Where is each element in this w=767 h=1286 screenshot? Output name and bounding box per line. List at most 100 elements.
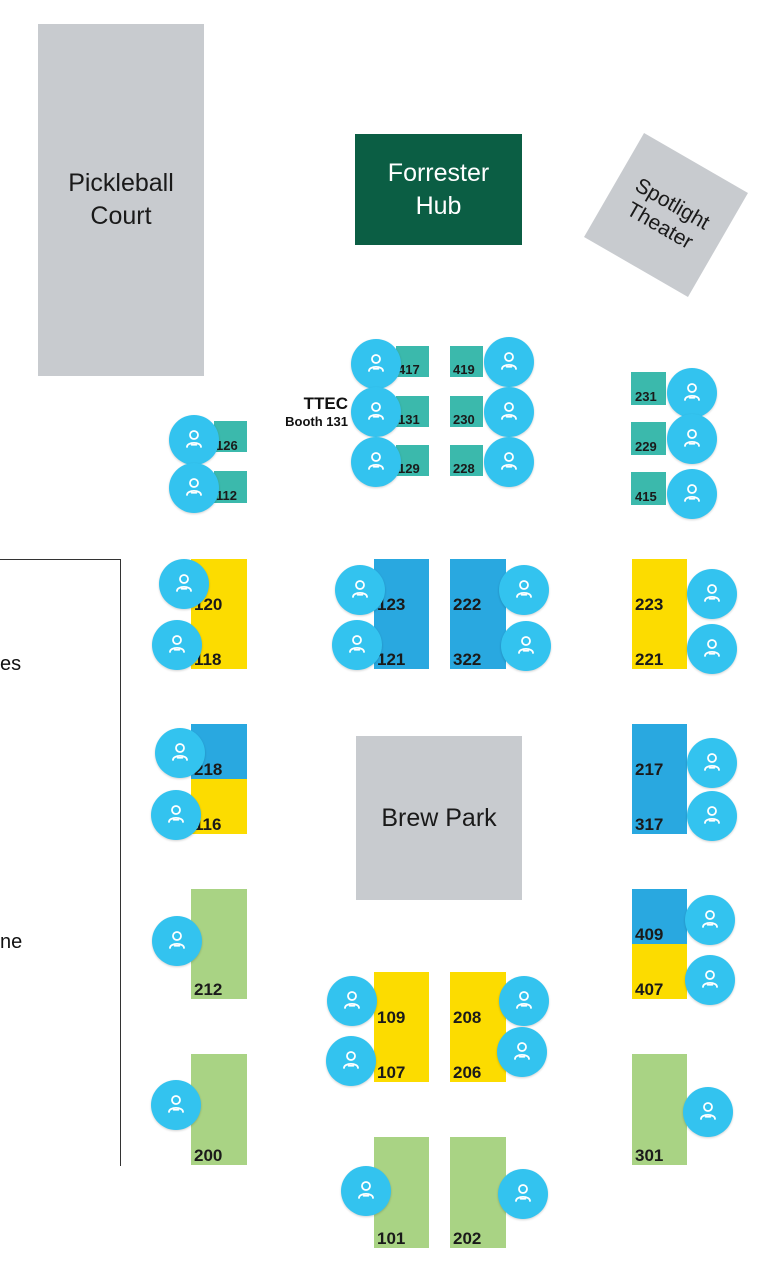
person-pin[interactable] [667, 414, 717, 464]
person-pin[interactable] [351, 387, 401, 437]
person-pin[interactable] [155, 728, 205, 778]
person-pin[interactable] [667, 469, 717, 519]
booth-231[interactable] [631, 372, 666, 405]
booth-number: 121 [377, 650, 406, 669]
booth-419[interactable] [450, 346, 483, 377]
booth-number: 407 [635, 980, 664, 999]
booth-number: 230 [453, 412, 475, 427]
booth-417[interactable] [396, 346, 429, 377]
spotlight-theater-label: Spotlight Theater [622, 173, 714, 254]
booth-number: 231 [635, 389, 657, 404]
booth-229[interactable] [631, 422, 666, 455]
side-hall-label-bottom: ne [0, 931, 23, 953]
person-pin[interactable] [335, 565, 385, 615]
person-pin[interactable] [332, 620, 382, 670]
booth-number: 228 [453, 461, 475, 476]
booth-number: 317 [635, 815, 664, 834]
pickleball-court-label: Pickleball Court [68, 169, 174, 230]
booth-number: 116 [194, 815, 222, 834]
person-pin[interactable] [326, 1036, 376, 1086]
booth-number: 109 [377, 1008, 406, 1027]
person-pin[interactable] [498, 1169, 548, 1219]
ttec-booth-number: Booth 131 [285, 414, 348, 429]
pickleball-court[interactable]: Pickleball Court [38, 24, 204, 376]
person-pin[interactable] [687, 569, 737, 619]
booth-208-206[interactable] [450, 972, 506, 1082]
booth-number: 101 [377, 1229, 406, 1248]
booth-number: 301 [635, 1146, 664, 1165]
booth-number: 217 [635, 760, 664, 779]
booth-129[interactable] [396, 445, 429, 476]
booth-123-121[interactable] [374, 559, 429, 669]
booth-number: 229 [635, 439, 657, 454]
booth-301[interactable] [632, 1054, 687, 1165]
booth-116[interactable] [191, 779, 247, 834]
person-pin[interactable] [687, 791, 737, 841]
booth-number: 129 [398, 461, 420, 476]
booth-228[interactable] [450, 445, 483, 476]
person-pin[interactable] [327, 976, 377, 1026]
person-pin[interactable] [683, 1087, 733, 1137]
side-hall-label-top: es [0, 653, 22, 675]
person-pin[interactable] [152, 620, 202, 670]
booth-number: 417 [398, 362, 420, 377]
person-pin[interactable] [351, 339, 401, 389]
booth-112[interactable] [214, 471, 247, 503]
person-pin[interactable] [687, 624, 737, 674]
booth-number: 223 [635, 595, 664, 614]
spotlight-theater[interactable]: Spotlight Theater [584, 133, 748, 297]
booth-230[interactable] [450, 396, 483, 427]
booth-415[interactable] [631, 472, 666, 505]
forrester-hub[interactable]: Forrester Hub [355, 134, 522, 245]
booth-202[interactable] [450, 1137, 506, 1248]
person-pin[interactable] [169, 415, 219, 465]
person-pin[interactable] [484, 437, 534, 487]
person-pin[interactable] [151, 1080, 201, 1130]
booth-number: 322 [453, 650, 482, 669]
person-pin[interactable] [499, 976, 549, 1026]
person-pin[interactable] [169, 463, 219, 513]
booth-131[interactable] [396, 396, 429, 427]
person-pin[interactable] [501, 621, 551, 671]
person-pin[interactable] [351, 437, 401, 487]
booth-number: 222 [453, 595, 482, 614]
booth-number: 131 [398, 412, 420, 427]
booth-number: 200 [194, 1146, 223, 1165]
person-pin[interactable] [499, 565, 549, 615]
person-pin[interactable] [497, 1027, 547, 1077]
booth-number: 206 [453, 1063, 482, 1082]
person-pin[interactable] [484, 387, 534, 437]
booth-number: 123 [377, 595, 406, 614]
booth-222-322[interactable] [450, 559, 506, 669]
booth-number: 112 [216, 488, 237, 503]
booth-409[interactable] [632, 889, 687, 944]
booth-407[interactable] [632, 944, 687, 999]
booth-number: 126 [216, 438, 238, 453]
person-pin[interactable] [484, 337, 534, 387]
booth-number: 419 [453, 362, 475, 377]
brew-park[interactable]: Brew Park [356, 736, 522, 900]
booth-109-107[interactable] [374, 972, 429, 1082]
person-pin[interactable] [152, 916, 202, 966]
booth-217-317[interactable] [632, 724, 687, 834]
booth-number: 221 [635, 650, 664, 669]
booth-number: 118 [194, 650, 222, 669]
booth-number: 107 [377, 1063, 406, 1082]
booth-number: 212 [194, 980, 223, 999]
brew-park-label: Brew Park [381, 803, 497, 832]
booth-number: 409 [635, 925, 664, 944]
booth-number: 202 [453, 1229, 482, 1248]
person-pin[interactable] [667, 368, 717, 418]
person-pin[interactable] [151, 790, 201, 840]
booth-126[interactable] [214, 421, 247, 452]
person-pin[interactable] [159, 559, 209, 609]
person-pin[interactable] [687, 738, 737, 788]
booth-223-221[interactable] [632, 559, 687, 669]
side-hall-outline [0, 559, 121, 1166]
person-pin[interactable] [341, 1166, 391, 1216]
person-pin[interactable] [685, 955, 735, 1005]
ttec-name: TTEC [303, 394, 348, 413]
booth-number: 208 [453, 1008, 482, 1027]
person-pin[interactable] [685, 895, 735, 945]
ttec-booth-callout: TTEC Booth 131 [262, 394, 348, 429]
